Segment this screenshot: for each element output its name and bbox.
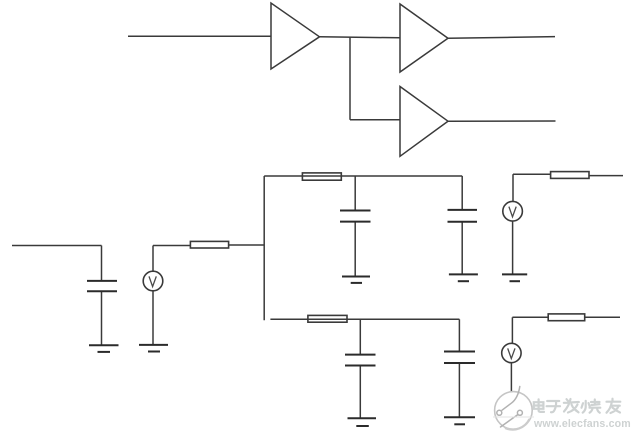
svg-text:www.elecfans.com: www.elecfans.com xyxy=(533,418,631,430)
